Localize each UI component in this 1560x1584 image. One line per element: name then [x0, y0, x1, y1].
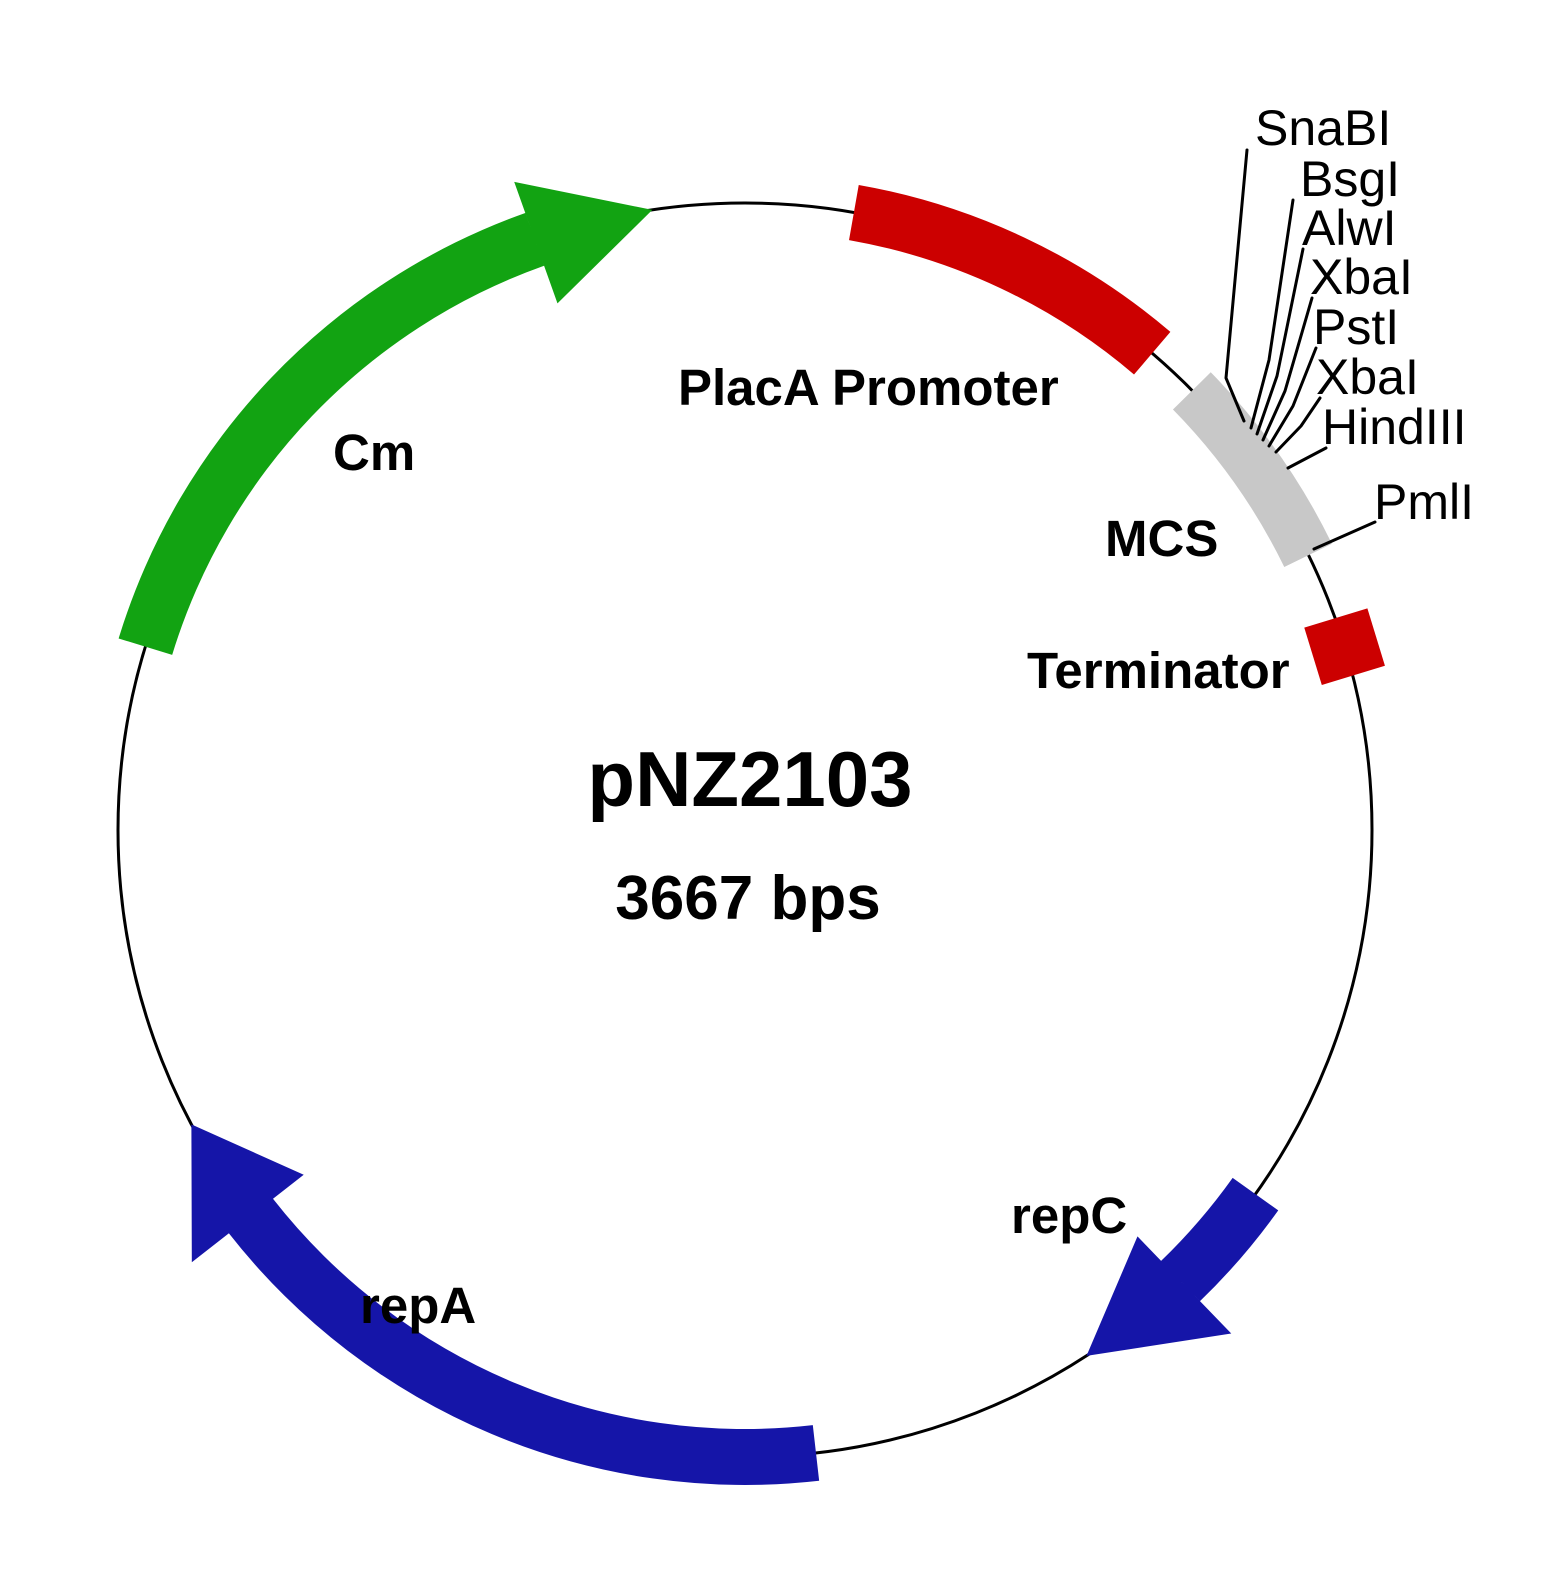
feature-shapes-layer: [118, 181, 1385, 1485]
terminator-shape: [1304, 608, 1385, 686]
site-leader-lines-layer: [1224, 148, 1377, 551]
repa-gene-label: repA: [360, 1277, 476, 1334]
plasmid-size-label: 3667 bps: [615, 864, 880, 933]
site-leader-line-xbai-5: [1274, 396, 1322, 454]
cm-gene-label: Cm: [333, 424, 415, 481]
site-leader-line-alwi-2: [1255, 247, 1305, 436]
cm-gene-shape: [118, 181, 653, 655]
mcs-label: MCS: [1105, 510, 1218, 567]
site-label-pmli: PmlI: [1374, 474, 1474, 530]
site-label-xbai-2: XbaI: [1316, 349, 1419, 405]
site-label-psti: PstI: [1313, 299, 1399, 355]
placa-promoter-label: PlacA Promoter: [678, 359, 1059, 416]
plasmid-title: pNZ2103: [587, 735, 912, 823]
site-label-bsgi: BsgI: [1300, 151, 1400, 207]
site-leader-line-hindiii-6: [1286, 446, 1328, 470]
terminator-label: Terminator: [1027, 642, 1290, 699]
site-leader-line-snabi-0: [1224, 148, 1249, 423]
repc-gene-shape: [1086, 1177, 1279, 1356]
site-label-hindiii: HindIII: [1322, 399, 1467, 455]
mcs-shape: [1172, 372, 1332, 567]
site-label-xbai-1: XbaI: [1310, 249, 1413, 305]
placa-promoter-shape: [849, 184, 1171, 375]
site-leader-line-psti-4: [1267, 346, 1318, 448]
site-label-alwi: AlwI: [1302, 200, 1396, 256]
site-leader-line-bsgi-1: [1249, 198, 1295, 430]
repa-gene-shape: [191, 1124, 820, 1485]
repc-gene-label: repC: [1011, 1187, 1127, 1244]
site-label-snabi: SnaBI: [1255, 100, 1391, 156]
site-leader-line-xbai-3: [1261, 296, 1314, 442]
site-leader-line-pmli-7: [1312, 520, 1377, 551]
